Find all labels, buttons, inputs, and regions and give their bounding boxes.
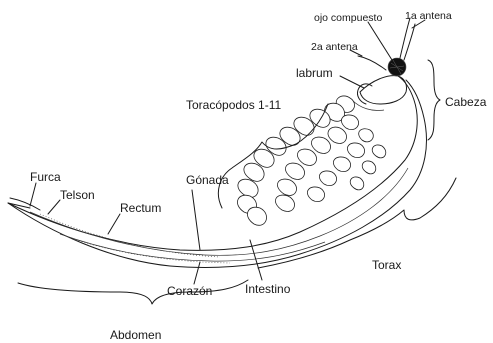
label-segunda-antena: 2a antena: [311, 41, 358, 53]
label-corazon: Corazón: [167, 284, 212, 298]
label-gonada: Gónada: [186, 173, 229, 187]
label-furca: Furca: [30, 170, 61, 184]
label-ojo-compuesto: ojo compuesto: [314, 12, 382, 24]
label-cabeza: Cabeza: [445, 95, 487, 109]
compound-eye-icon: [388, 58, 406, 76]
label-rectum: Rectum: [120, 201, 161, 215]
label-toracopodos: Toracópodos 1-11: [186, 98, 282, 112]
antennae: [358, 18, 415, 70]
label-telson: Telson: [60, 188, 95, 202]
label-abdomen: Abdomen: [110, 328, 161, 342]
leader-lines: [30, 20, 425, 284]
label-labrum: labrum: [296, 66, 333, 80]
thoracopods: [237, 96, 385, 225]
label-intestino: Intestino: [245, 282, 291, 296]
head: [352, 76, 407, 111]
label-torax: Torax: [372, 258, 401, 272]
label-primera-antena: 1a antena: [405, 10, 452, 22]
furca-shape: [8, 198, 40, 210]
